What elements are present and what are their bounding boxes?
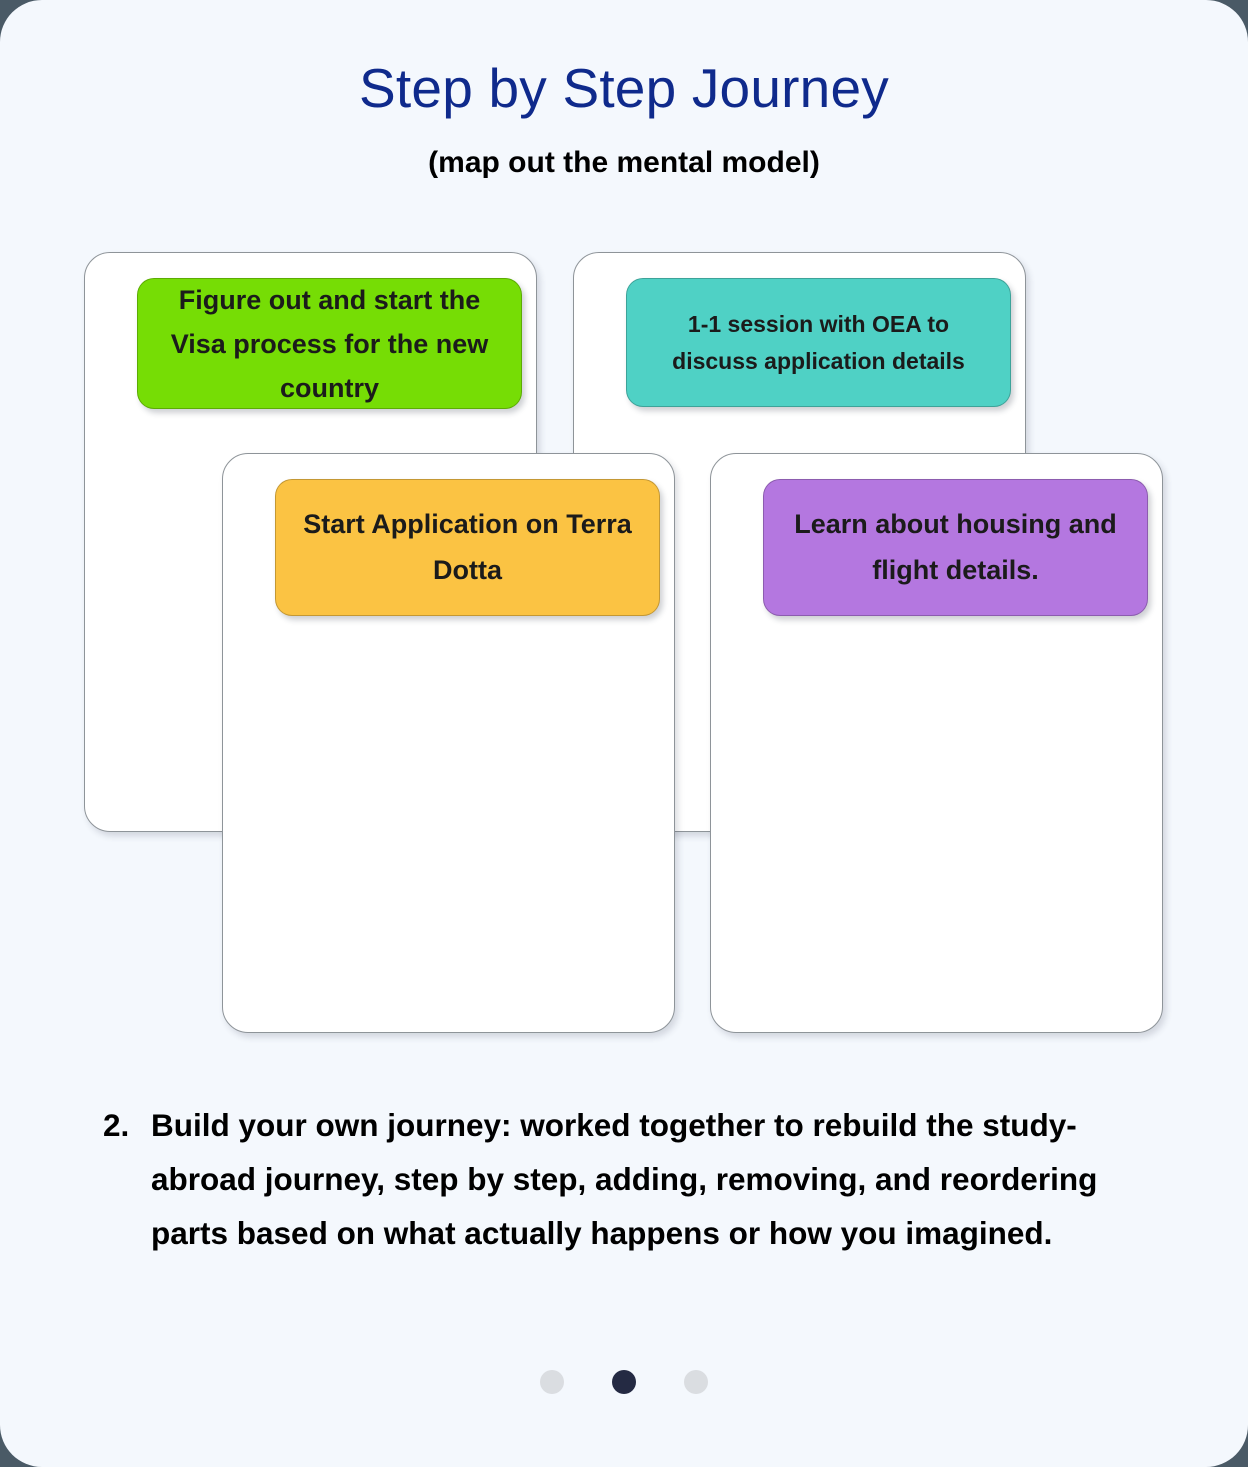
note-number: 2. — [103, 1107, 130, 1143]
journey-board: Figure out and start the Visa process fo… — [84, 252, 1163, 1033]
pagination-dot-2[interactable] — [612, 1370, 636, 1394]
journey-card-bottom-left[interactable]: Start Application on Terra Dotta — [222, 453, 675, 1033]
page-subtitle: (map out the mental model) — [428, 145, 820, 179]
page-title: Step by Step Journey — [359, 57, 889, 119]
note-list-item: 2. Build your own journey: worked togeth… — [103, 1098, 1163, 1261]
chip-oea-session[interactable]: 1-1 session with OEA to discuss applicat… — [626, 278, 1011, 407]
pagination-dot-3[interactable] — [684, 1370, 708, 1394]
pagination-dot-1[interactable] — [540, 1370, 564, 1394]
chip-housing-flight[interactable]: Learn about housing and flight details. — [763, 479, 1148, 616]
journey-card-bottom-right[interactable]: Learn about housing and flight details. — [710, 453, 1163, 1033]
heading-block: Step by Step Journey (map out the mental… — [0, 0, 1248, 179]
chip-visa-process[interactable]: Figure out and start the Visa process fo… — [137, 278, 522, 409]
pagination-dots[interactable] — [0, 1370, 1248, 1394]
note-text: Build your own journey: worked together … — [151, 1107, 1098, 1252]
chip-terra-dotta[interactable]: Start Application on Terra Dotta — [275, 479, 660, 616]
